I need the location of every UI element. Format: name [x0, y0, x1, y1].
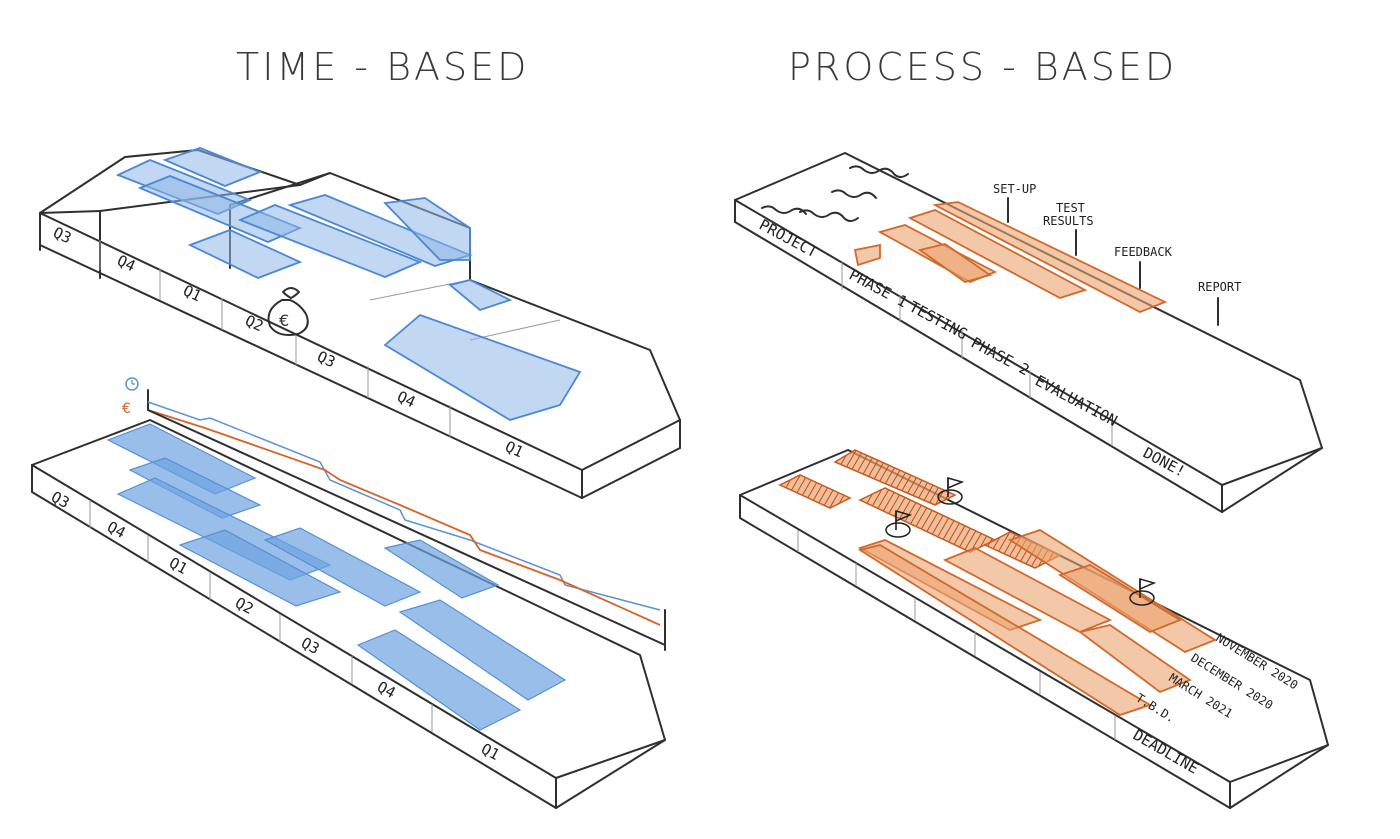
callout-results: RESULTS [1043, 214, 1094, 228]
top-q4a: Q4 [114, 251, 138, 275]
time-line [147, 401, 661, 611]
top-q4b: Q4 [394, 387, 418, 411]
proc-top-outline [734, 152, 1323, 513]
time-based-heading: TIME - BASED [236, 45, 529, 89]
bottom-q3a: Q3 [48, 488, 72, 512]
phase-testing: TESTING [906, 298, 970, 344]
milestone-flag-icon [885, 510, 913, 538]
process-based-top-diagram: SET-UP TEST RESULTS FEEDBACK REPORT PROJ… [734, 152, 1323, 513]
milestone-flag-icon [1129, 578, 1157, 606]
block2-front [31, 464, 557, 809]
cost-line [147, 409, 661, 626]
phase-evaluation: EVALUATION [1032, 372, 1120, 430]
callout-report: REPORT [1198, 280, 1241, 294]
time-based-top-diagram: Q3 Q4 Q1 Q2 Q3 Q4 Q1 € [39, 147, 681, 499]
block2-top [31, 419, 666, 809]
callout-setup: SET-UP [993, 182, 1036, 196]
phase-2: PHASE 2 [968, 334, 1032, 380]
phase-done: DONE! [1140, 444, 1188, 481]
callout-test: TEST [1056, 201, 1085, 215]
milestone-flag-icon [937, 477, 965, 505]
top-q3a: Q3 [50, 223, 74, 247]
callout-feedback: FEEDBACK [1114, 245, 1173, 259]
top-q3b: Q3 [314, 347, 338, 371]
proc-bottom-outline [739, 449, 1329, 809]
process-based-bottom-diagram: NOVEMBER 2020 DECEMBER 2020 MARCH 2021 T… [739, 449, 1329, 809]
clock-icon [125, 377, 139, 391]
time-based-bottom-diagram: € Q3 Q4 Q1 Q2 Q3 Q4 Q1 [31, 377, 666, 809]
euro-money-bag-icon: € [267, 287, 309, 336]
top-q1a: Q1 [180, 281, 204, 305]
phase-1: PHASE 1 [846, 266, 910, 312]
svg-text:€: € [279, 311, 289, 330]
top-q2: Q2 [242, 311, 266, 335]
process-based-heading: PROCESS - BASED [788, 45, 1177, 89]
euro-legend: € [122, 401, 131, 417]
top-q1b: Q1 [502, 437, 526, 461]
